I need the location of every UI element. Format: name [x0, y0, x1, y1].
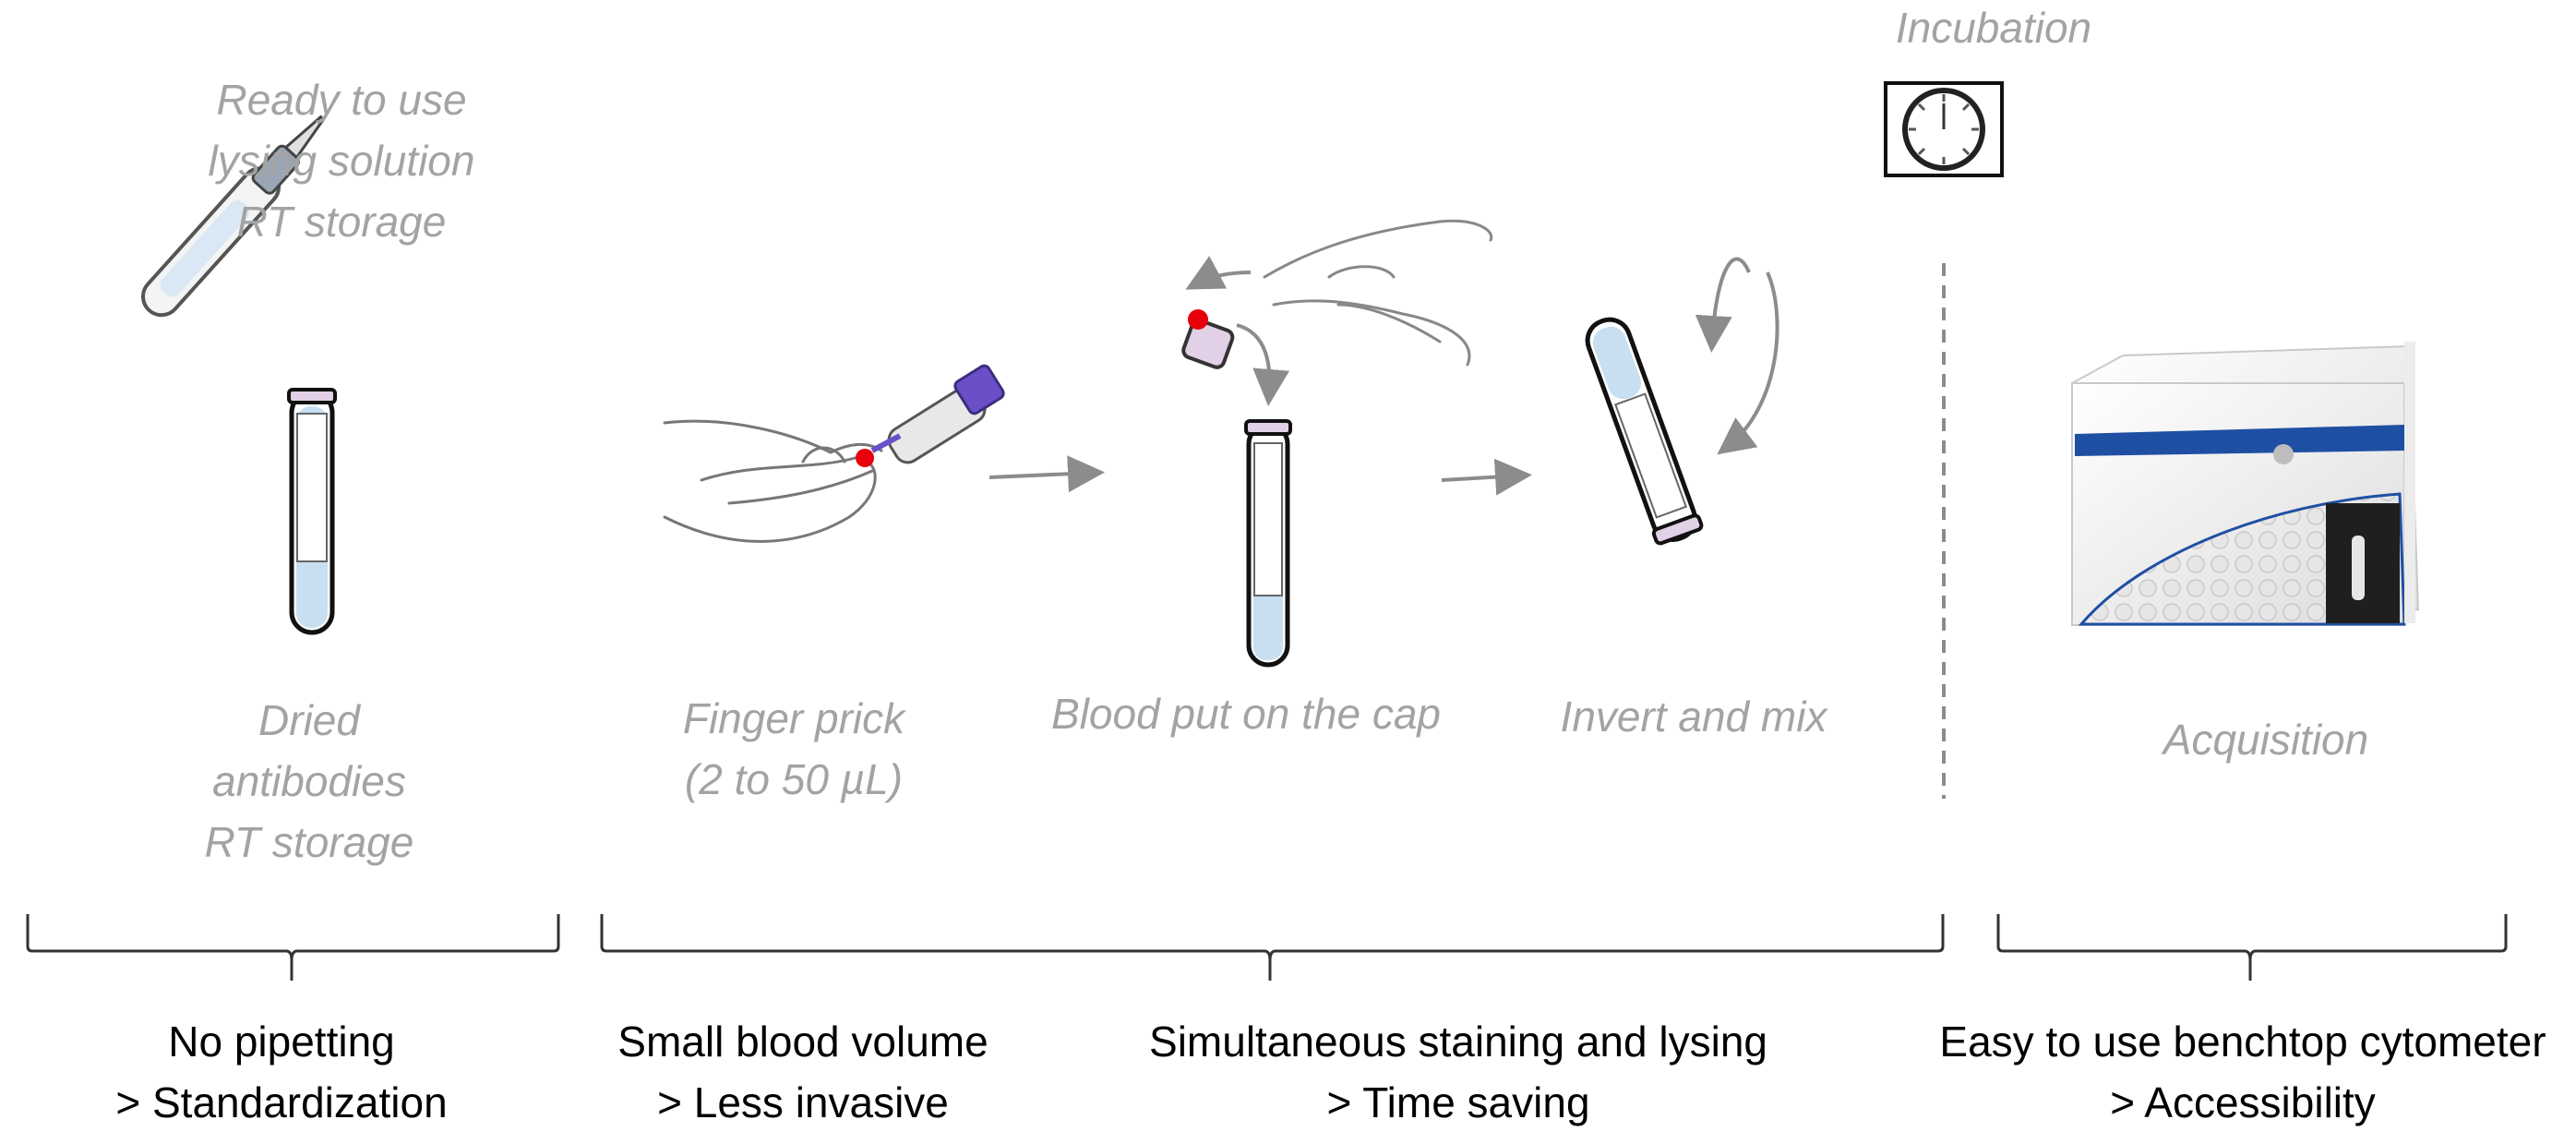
caption-line: Ready to use — [216, 76, 467, 124]
caption-line: Invert and mix — [1560, 692, 1827, 741]
blood-drop-icon — [856, 449, 874, 467]
caption-finger-prick: Finger prick (2 to 50 µL) — [609, 688, 978, 810]
blood-on-cap-icon — [1188, 309, 1208, 330]
benefit-line: Small blood volume — [617, 1018, 988, 1066]
caption-line: (2 to 50 µL) — [684, 755, 904, 803]
bracket-blood-processing — [600, 914, 1945, 981]
benefit-line: > Accessibility — [2110, 1078, 2376, 1126]
caption-line: RT storage — [204, 818, 414, 866]
benefit-no-pipetting: No pipetting > Standardization — [51, 1011, 512, 1133]
benefit-benchtop-cytometer: Easy to use benchtop cytometer > Accessi… — [1911, 1011, 2575, 1133]
benchtop-cytometer-icon — [2070, 342, 2420, 626]
caption-line: Acquisition — [2163, 716, 2369, 764]
benefit-line: No pipetting — [168, 1018, 395, 1066]
incubation-clock-icon — [1884, 81, 2004, 177]
benefit-line: > Time saving — [1326, 1078, 1590, 1126]
invert-arrow-bottom — [1717, 271, 1779, 455]
finger-prick-hand-icon — [663, 419, 883, 543]
caption-line: Incubation — [1895, 4, 2092, 52]
caption-lysing-solution: Ready to use lysing solution RT storage — [157, 69, 526, 252]
benefit-line: Easy to use benchtop cytometer — [1939, 1018, 2546, 1066]
benefit-line: > Less invasive — [657, 1078, 949, 1126]
dropper-bottle-icon — [140, 114, 326, 318]
lancet-device-icon — [870, 364, 1005, 464]
caption-line: lysing solution — [208, 137, 475, 185]
bracket-pipetting — [26, 914, 560, 981]
dried-antibodies-tube-icon — [287, 388, 337, 635]
caption-acquisition: Acquisition — [2081, 709, 2450, 770]
sample-tube-icon — [1244, 419, 1292, 668]
step-arrow-1 — [988, 455, 1105, 493]
caption-incubation: Incubation — [1827, 0, 2160, 58]
invert-arrow-top — [1695, 257, 1751, 353]
step-arrow-2 — [1441, 458, 1532, 496]
caption-line: antibodies — [212, 757, 406, 805]
benefit-simultaneous-staining: Simultaneous staining and lysing > Time … — [1089, 1011, 1827, 1133]
inverted-tube-icon — [1585, 317, 1704, 546]
caption-blood-on-cap: Blood put on the cap — [1015, 683, 1477, 744]
caption-line: Dried — [258, 696, 360, 744]
caption-line: RT storage — [236, 198, 447, 246]
blood-on-cap-hand-icon — [1263, 219, 1493, 367]
benefit-line: Simultaneous staining and lysing — [1149, 1018, 1767, 1066]
caption-invert-and-mix: Invert and mix — [1500, 686, 1887, 747]
bracket-cytometer — [1996, 914, 2508, 981]
cap-arrow-left — [1185, 256, 1252, 290]
caption-line: Blood put on the cap — [1051, 690, 1441, 738]
tube-cap-icon — [1181, 319, 1235, 369]
caption-line: Finger prick — [682, 694, 905, 742]
cap-arrow-down — [1236, 323, 1290, 406]
benefit-small-blood-volume: Small blood volume > Less invasive — [572, 1011, 1034, 1133]
benefit-line: > Standardization — [115, 1078, 448, 1126]
caption-dried-antibodies: Dried antibodies RT storage — [125, 690, 494, 873]
